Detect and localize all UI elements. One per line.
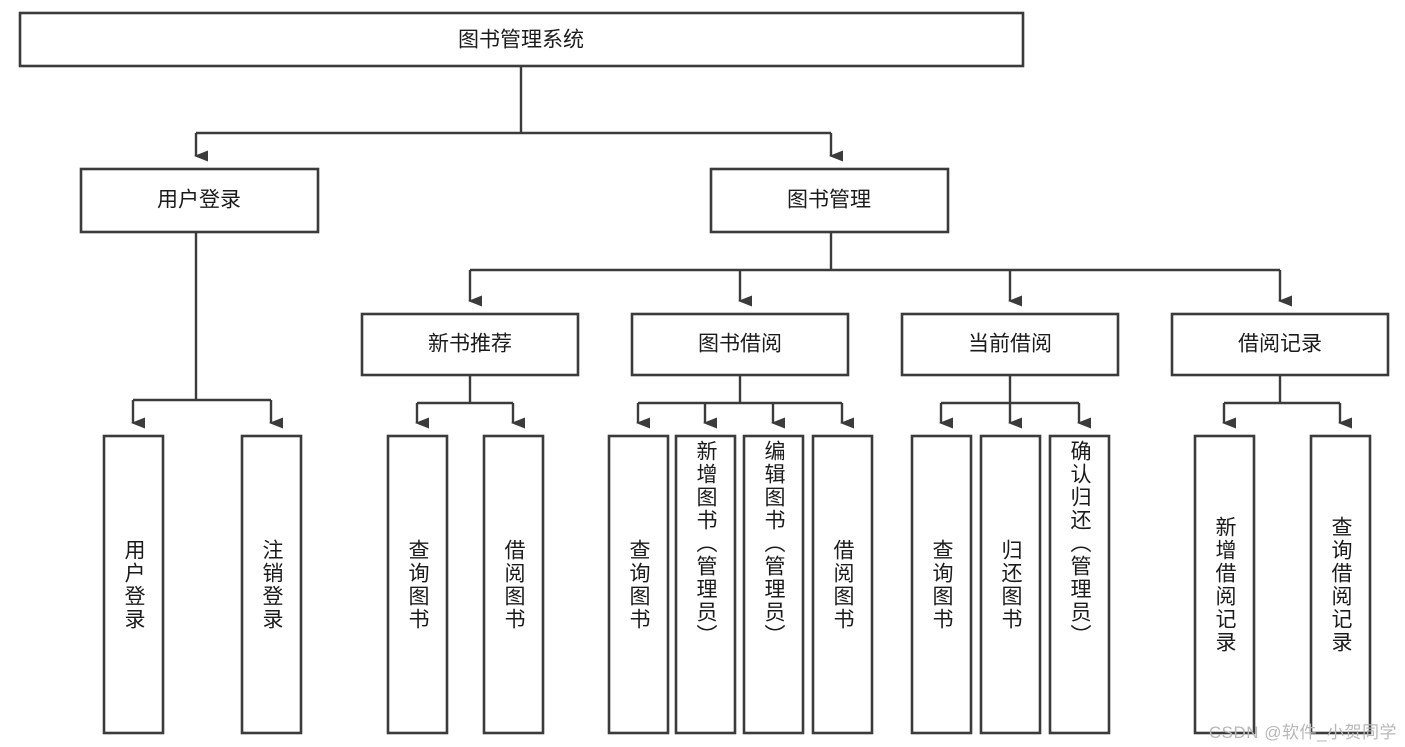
node-book-borrow[interactable]: 图书借阅 [630, 312, 850, 377]
leaf-box-book-borrow-1[interactable] [607, 434, 670, 735]
node-root-box[interactable] [18, 11, 1025, 68]
node-borrow-record[interactable]: 借阅记录 [1170, 312, 1390, 377]
node-book-management[interactable]: 图书管理 [709, 167, 950, 234]
node-borrow-record-label: 借阅记录 [1238, 333, 1322, 356]
node-new-book-recommend[interactable]: 新书推荐 [360, 312, 580, 377]
leaf-box-user-login-1[interactable] [102, 434, 165, 735]
leaf-box-current-borrow-2[interactable] [979, 434, 1042, 735]
leaf-box-book-borrow-2[interactable] [674, 434, 737, 735]
node-borrow-record-box[interactable] [1170, 312, 1390, 377]
nodes-layer: 图书管理系统 用户登录 图书管理 新书推荐 图书借阅 当前 [18, 11, 1390, 735]
node-current-borrow-label: 当前借阅 [968, 333, 1052, 356]
node-new-book-recommend-label: 新书推荐 [428, 333, 512, 356]
node-root[interactable]: 图书管理系统 [18, 11, 1025, 68]
node-user-login-box[interactable] [79, 167, 320, 234]
node-book-borrow-box[interactable] [630, 312, 850, 377]
node-new-book-recommend-box[interactable] [360, 312, 580, 377]
node-user-login-label: 用户登录 [157, 189, 241, 212]
node-book-management-label: 图书管理 [787, 189, 871, 212]
watermark-text: CSDN @软件_小贺同学 [1208, 723, 1397, 742]
node-book-management-box[interactable] [709, 167, 950, 234]
leaf-box-current-borrow-1[interactable] [910, 434, 973, 735]
leaf-box-new-book-1[interactable] [386, 434, 449, 735]
node-current-borrow[interactable]: 当前借阅 [900, 312, 1120, 377]
node-user-login[interactable]: 用户登录 [79, 167, 320, 234]
leaf-box-borrow-record-1[interactable] [1193, 434, 1256, 735]
leaf-box-borrow-record-2[interactable] [1309, 434, 1372, 735]
leaf-box-new-book-2[interactable] [482, 434, 545, 735]
node-current-borrow-box[interactable] [900, 312, 1120, 377]
node-root-label: 图书管理系统 [458, 29, 584, 52]
leaf-box-book-borrow-4[interactable] [811, 434, 874, 735]
node-book-borrow-label: 图书借阅 [698, 333, 782, 356]
leaf-box-user-login-2[interactable] [240, 434, 303, 735]
leaf-box-current-borrow-3[interactable] [1048, 434, 1111, 735]
leaf-box-book-borrow-3[interactable] [742, 434, 805, 735]
edges-layer [131, 66, 1352, 429]
